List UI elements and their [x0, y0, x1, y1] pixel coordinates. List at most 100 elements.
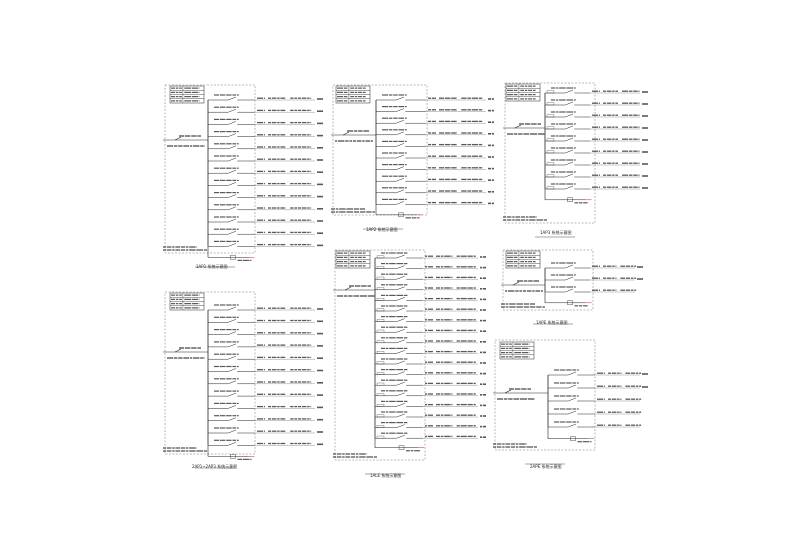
branch-circuit: [208, 240, 323, 247]
branch-circuit: [208, 167, 323, 174]
branch-circuit: [375, 284, 486, 291]
panel-caption-p1: 1AP1 系统示意图: [196, 264, 228, 269]
branch-circuit: [208, 353, 323, 360]
panel-caption-p3: 1AP3 系统示意图: [540, 230, 572, 235]
panel-enclosure: [334, 249, 426, 461]
branch-circuit: [545, 183, 648, 190]
branch-circuit: [545, 135, 648, 142]
spare-circuit: [207, 246, 255, 261]
header-table: [169, 85, 205, 104]
branch-circuit: [375, 273, 486, 280]
branch-circuit: [376, 140, 494, 147]
incoming-feeder: [333, 285, 375, 297]
branch-circuit: [375, 326, 486, 333]
branch-circuit: [545, 262, 643, 269]
panels-layer: [163, 82, 648, 475]
branch-circuit: [375, 347, 486, 354]
branch-circuit: [545, 274, 643, 281]
branch-circuit: [375, 379, 486, 386]
incoming-feeder: [163, 347, 208, 359]
panel-note: [163, 249, 207, 251]
branch-circuit: [208, 131, 323, 137]
panel-note: [493, 446, 537, 448]
branch-circuit: [376, 198, 494, 205]
panel-note: [331, 211, 375, 213]
panel-note: [501, 306, 545, 308]
panel-caption-p5: 1ALE 系统示意图: [370, 473, 402, 478]
branch-circuit: [208, 118, 323, 125]
branch-circuit: [376, 175, 494, 182]
branch-circuit: [208, 106, 323, 113]
branch-circuit: [376, 187, 494, 194]
branch-circuit: [376, 129, 494, 136]
branch-circuit: [208, 415, 323, 421]
spare-circuit: [547, 427, 595, 443]
spare-circuit: [207, 445, 255, 460]
branch-circuit: [375, 263, 486, 269]
branch-circuit: [548, 395, 642, 402]
branch-circuit: [548, 421, 642, 428]
panel-enclosure: [494, 339, 596, 451]
branch-circuit: [545, 171, 648, 178]
panel-note: [163, 450, 207, 452]
branch-circuit: [545, 147, 648, 154]
panel-enclosure: [164, 84, 256, 254]
branch-circuit: [545, 87, 648, 94]
spare-circuit: [544, 189, 592, 204]
branch-circuit: [375, 305, 486, 312]
panel-p1: [163, 84, 323, 268]
panel-p2: [331, 84, 494, 230]
branch-circuit: [545, 99, 648, 106]
branch-circuit: [375, 316, 486, 322]
panel-p5: [333, 249, 486, 475]
branch-circuit: [208, 304, 323, 311]
panel-note: [493, 443, 527, 445]
panel-note: [333, 453, 367, 455]
branch-circuit: [375, 369, 486, 375]
branch-circuit: [208, 316, 323, 323]
spare-circuit: [375, 204, 423, 219]
branch-circuit: [545, 159, 648, 166]
incoming-feeder: [163, 135, 208, 147]
incoming-feeder: [503, 123, 545, 135]
incoming-feeder: [493, 388, 548, 400]
branch-circuit: [376, 164, 494, 170]
branch-circuit: [208, 143, 323, 150]
header-table: [335, 250, 371, 269]
panel-note: [503, 216, 537, 218]
branch-circuit: [375, 432, 486, 439]
branch-circuit: [208, 192, 323, 198]
panel-p4: [163, 291, 323, 469]
incoming-feeder: [501, 280, 545, 292]
header-table: [505, 250, 541, 269]
panel-note: [163, 246, 197, 248]
panel-caption-p6: 1APE 系统示意图: [536, 320, 568, 325]
spare-circuit: [374, 438, 425, 452]
branch-circuit: [375, 358, 486, 365]
branch-circuit: [375, 337, 486, 344]
branch-circuit: [208, 216, 323, 223]
panel-note: [501, 303, 535, 305]
panel-enclosure: [504, 82, 596, 224]
panel-caption-p7: 2APE 系统示意图: [530, 464, 562, 469]
header-table: [335, 85, 371, 104]
panel-caption-p2: 1AP2 系统示意图: [366, 227, 398, 232]
branch-circuit: [208, 365, 323, 372]
panel-note: [163, 447, 197, 449]
panel-p6: [501, 249, 643, 325]
branch-circuit: [208, 204, 323, 211]
branch-circuit: [208, 179, 323, 186]
branch-circuit: [376, 106, 494, 112]
branch-circuit: [376, 152, 494, 159]
branch-circuit: [545, 286, 637, 293]
branch-circuit: [376, 94, 494, 101]
panel-note: [503, 219, 547, 221]
branch-circuit: [208, 439, 323, 446]
branch-circuit: [376, 117, 494, 124]
branch-circuit: [375, 294, 486, 301]
branch-circuit: [208, 329, 323, 335]
branch-circuit: [208, 402, 323, 409]
branch-circuit: [208, 155, 323, 162]
branch-circuit: [208, 341, 323, 348]
